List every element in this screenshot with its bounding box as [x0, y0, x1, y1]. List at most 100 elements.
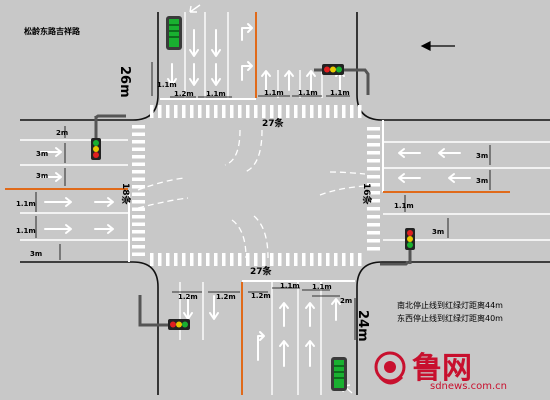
- crosswalk-stripe: [318, 253, 322, 266]
- dimension-label: 2m: [340, 297, 353, 305]
- dimension-label: 1.2m: [174, 90, 194, 98]
- dimension-label: 1.2m: [251, 292, 271, 300]
- crosswalk-stripe: [302, 253, 306, 266]
- crosswalk-stripe: [367, 231, 380, 235]
- crosswalk-stripe: [358, 105, 362, 118]
- crosswalk-stripe: [174, 253, 178, 266]
- crosswalk-stripe: [132, 207, 145, 211]
- crosswalk-stripe: [132, 155, 145, 159]
- crosswalk-east: [367, 127, 380, 251]
- crosswalk-stripe: [367, 135, 380, 139]
- crosswalk-stripe: [132, 192, 145, 196]
- dimension-label: 1.2m: [216, 293, 236, 301]
- crosswalk-stripe: [182, 105, 186, 118]
- crosswalk-stripe: [222, 105, 226, 118]
- crosswalk-stripe: [342, 105, 346, 118]
- diagram-title: 松龄东路吉祥路: [24, 27, 80, 36]
- crosswalk-stripe: [358, 253, 362, 266]
- crosswalk-stripe: [367, 151, 380, 155]
- crosswalk-stripe: [318, 105, 322, 118]
- watermark-url: sdnews.com.cn: [430, 381, 507, 392]
- crosswalk-stripe: [150, 253, 154, 266]
- south-depth-label: 24m: [355, 310, 370, 342]
- crosswalk-stripe: [310, 253, 314, 266]
- dimension-label: 3m: [30, 250, 43, 258]
- dimension-label: 3m: [476, 152, 489, 160]
- crosswalk-stripe: [132, 222, 145, 226]
- south-approach: [179, 280, 355, 395]
- crosswalk-stripe: [367, 191, 380, 195]
- crosswalk-stripe: [367, 247, 380, 251]
- turn-guide-lines: [137, 129, 366, 259]
- crosswalk-stripe: [238, 253, 242, 266]
- north-approach: [160, 12, 323, 100]
- crosswalk-stripe: [198, 253, 202, 266]
- dimension-label: 1.1m: [394, 202, 414, 210]
- crosswalk-stripe: [286, 105, 290, 118]
- crosswalk-stripe: [174, 105, 178, 118]
- crosswalk-south: [150, 253, 362, 266]
- crosswalk-stripe: [367, 199, 380, 203]
- crosswalk-east-label: 16条: [361, 183, 371, 205]
- dimension-label: 1.1m: [206, 90, 226, 98]
- dimension-label: 1.1m: [157, 81, 177, 89]
- dimension-label: 1.2m: [178, 293, 198, 301]
- crosswalk-stripe: [367, 183, 380, 187]
- crosswalk-stripe: [214, 105, 218, 118]
- crosswalk-stripe: [286, 253, 290, 266]
- crosswalk-stripe: [132, 125, 145, 129]
- crosswalk-stripe: [342, 253, 346, 266]
- crosswalk-stripe: [182, 253, 186, 266]
- crosswalk-stripe: [367, 239, 380, 243]
- crosswalk-stripe: [150, 105, 154, 118]
- dimension-ticks: [35, 62, 491, 340]
- crosswalk-stripe: [238, 105, 242, 118]
- crosswalk-stripe: [198, 105, 202, 118]
- crosswalk-stripe: [132, 132, 145, 136]
- traffic-light-icon: [91, 114, 126, 160]
- crosswalk-stripe: [367, 215, 380, 219]
- crosswalk-stripe: [254, 105, 258, 118]
- crosswalk-stripe: [132, 162, 145, 166]
- pedestrian-signal-icon: [166, 16, 182, 50]
- crosswalk-stripe: [190, 105, 194, 118]
- crosswalk-stripe: [326, 253, 330, 266]
- dimension-label: 2m: [56, 129, 69, 137]
- crosswalk-stripe: [132, 237, 145, 241]
- crosswalk-stripe: [132, 170, 145, 174]
- traffic-light-icon: [314, 64, 370, 95]
- crosswalk-stripe: [278, 105, 282, 118]
- crosswalk-stripe: [334, 253, 338, 266]
- note-ns-distance: 南北停止线到红绿灯距离44m: [397, 301, 503, 310]
- crosswalk-stripe: [294, 105, 298, 118]
- crosswalk-stripe: [262, 105, 266, 118]
- crosswalk-stripe: [367, 159, 380, 163]
- crosswalk-stripe: [310, 105, 314, 118]
- crosswalk-stripe: [262, 253, 266, 266]
- crosswalk-stripe: [367, 223, 380, 227]
- crosswalk-stripe: [222, 253, 226, 266]
- crosswalk-stripe: [190, 253, 194, 266]
- note-ew-distance: 东西停止线到红绿灯距离40m: [397, 314, 503, 323]
- crosswalk-stripe: [367, 143, 380, 147]
- crosswalk-stripe: [302, 105, 306, 118]
- crosswalk-stripe: [246, 105, 250, 118]
- east-approach: [382, 120, 550, 241]
- crosswalk-stripe: [132, 252, 145, 256]
- crosswalk-stripe: [270, 105, 274, 118]
- crosswalk-stripe: [132, 140, 145, 144]
- crosswalk-stripe: [214, 253, 218, 266]
- crosswalk-stripe: [132, 200, 145, 204]
- crosswalk-stripe: [132, 230, 145, 234]
- north-depth-label: 26m: [117, 66, 132, 98]
- crosswalk-stripe: [246, 253, 250, 266]
- crosswalk-stripe: [230, 253, 234, 266]
- crosswalk-stripe: [166, 105, 170, 118]
- crosswalk-stripe: [132, 245, 145, 249]
- crosswalk-west-label: 18条: [120, 183, 130, 205]
- crosswalk-stripe: [166, 253, 170, 266]
- crosswalk-stripe: [367, 167, 380, 171]
- crosswalk-stripe: [132, 185, 145, 189]
